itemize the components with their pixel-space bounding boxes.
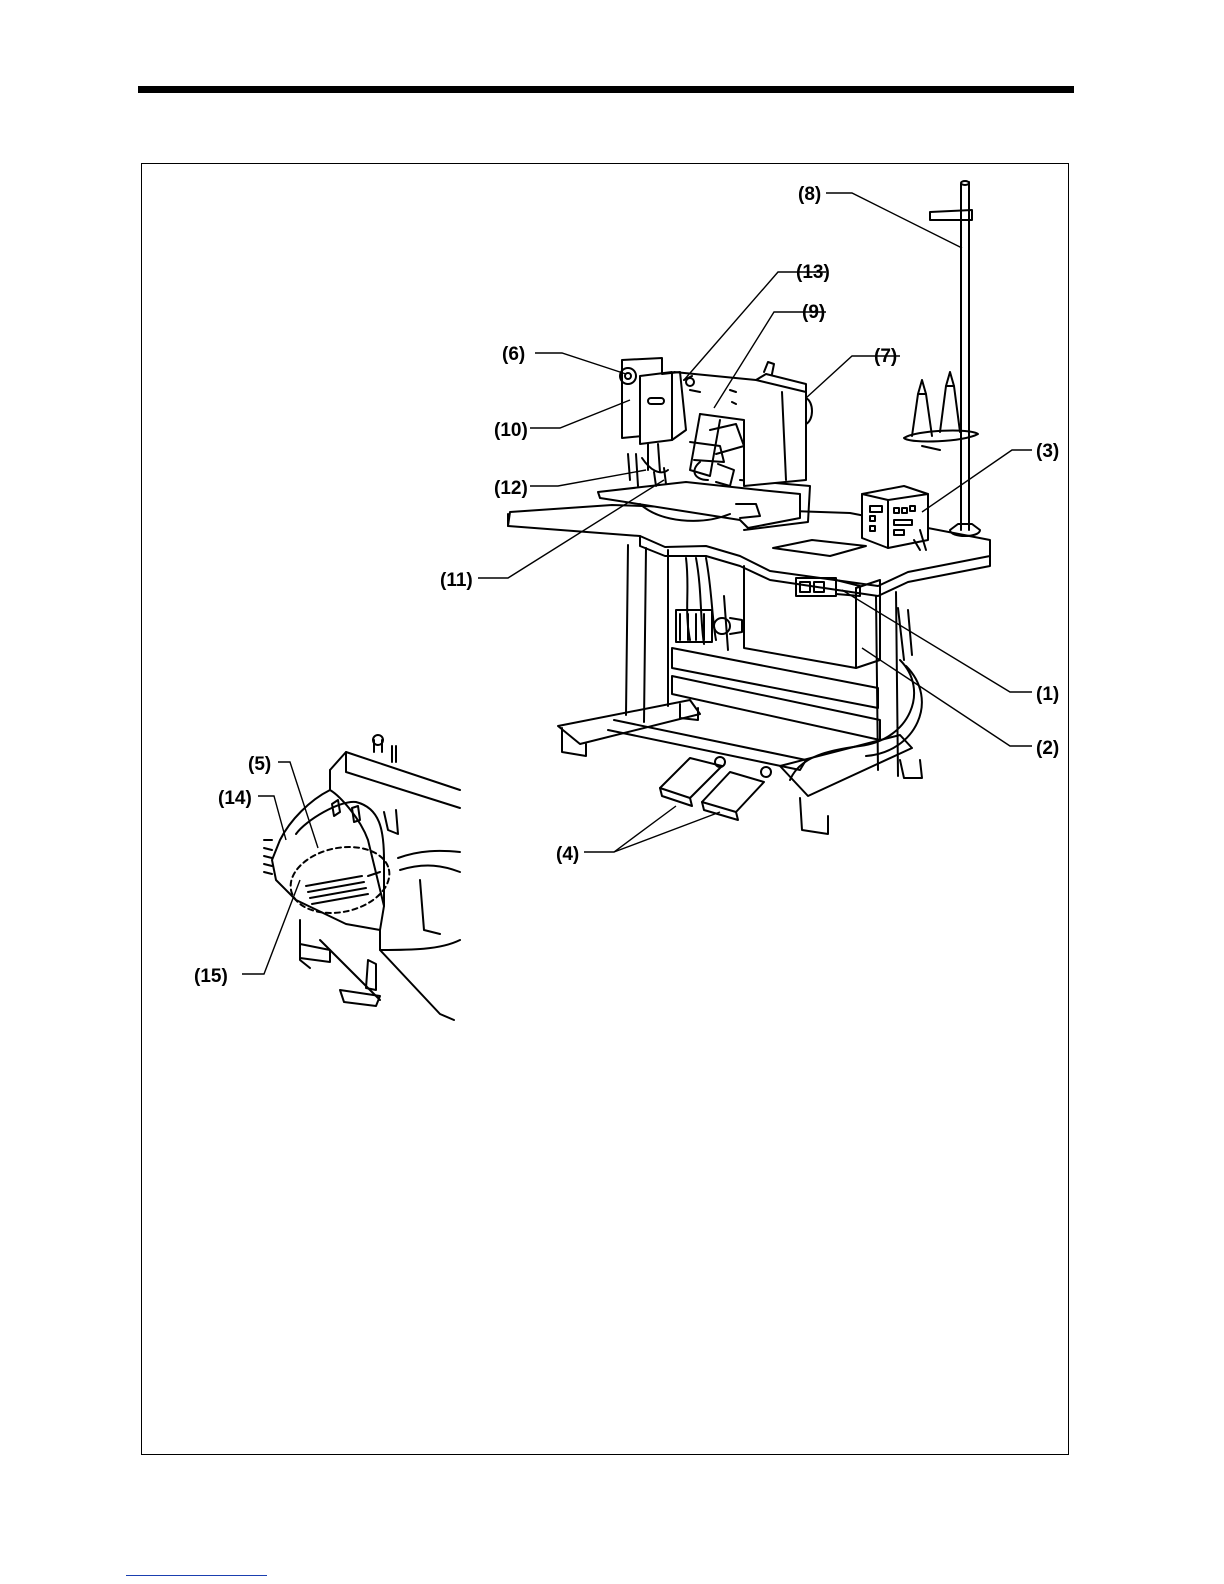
motor-housing xyxy=(620,358,686,486)
callout-14: (14) xyxy=(218,788,252,809)
callout-6: (6) xyxy=(502,344,525,365)
callout-10: (10) xyxy=(494,420,528,441)
operation-panel xyxy=(862,486,928,550)
pneumatic-unit xyxy=(676,558,922,780)
callout-15: (15) xyxy=(194,966,228,987)
callout-9: (9) xyxy=(802,302,825,323)
callout-3: (3) xyxy=(1036,441,1059,462)
leader-lines xyxy=(242,193,1032,974)
callout-7: (7) xyxy=(874,346,897,367)
callout-4: (4) xyxy=(556,844,579,865)
motor-cover-inset xyxy=(264,735,460,1020)
callout-13: (13) xyxy=(796,262,830,283)
callout-12: (12) xyxy=(494,478,528,499)
callout-11: (11) xyxy=(440,570,473,591)
pedals xyxy=(660,757,771,820)
machine-head xyxy=(674,362,812,486)
callout-5: (5) xyxy=(248,754,271,775)
callout-8: (8) xyxy=(798,184,821,205)
callout-2: (2) xyxy=(1036,738,1059,759)
callout-1: (1) xyxy=(1036,684,1059,705)
footer-link-underline xyxy=(126,1575,267,1576)
thread-stand xyxy=(904,181,980,536)
